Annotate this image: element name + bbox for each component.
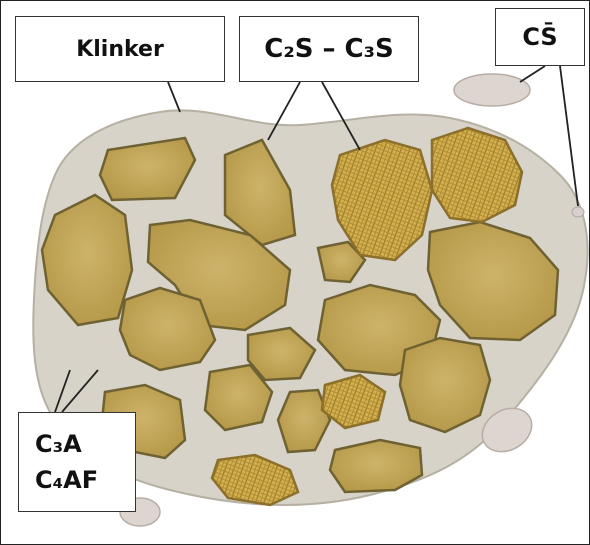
aluminate-label: C₃A	[35, 426, 82, 462]
aluminate-ferrite-label-box: C₃A C₄AF	[18, 412, 136, 512]
sulfate-particle	[454, 74, 530, 106]
sulfate-particle	[572, 207, 584, 217]
klinker-label-box: Klinker	[15, 16, 225, 82]
sulfate-label: CS̄	[522, 23, 557, 51]
silicates-label: C₂S – C₃S	[264, 34, 394, 64]
ferrite-label: C₄AF	[35, 462, 98, 498]
silicates-label-box: C₂S – C₃S	[239, 16, 419, 82]
sulfate-label-box: CS̄	[495, 8, 585, 66]
klinker-label: Klinker	[76, 37, 164, 62]
